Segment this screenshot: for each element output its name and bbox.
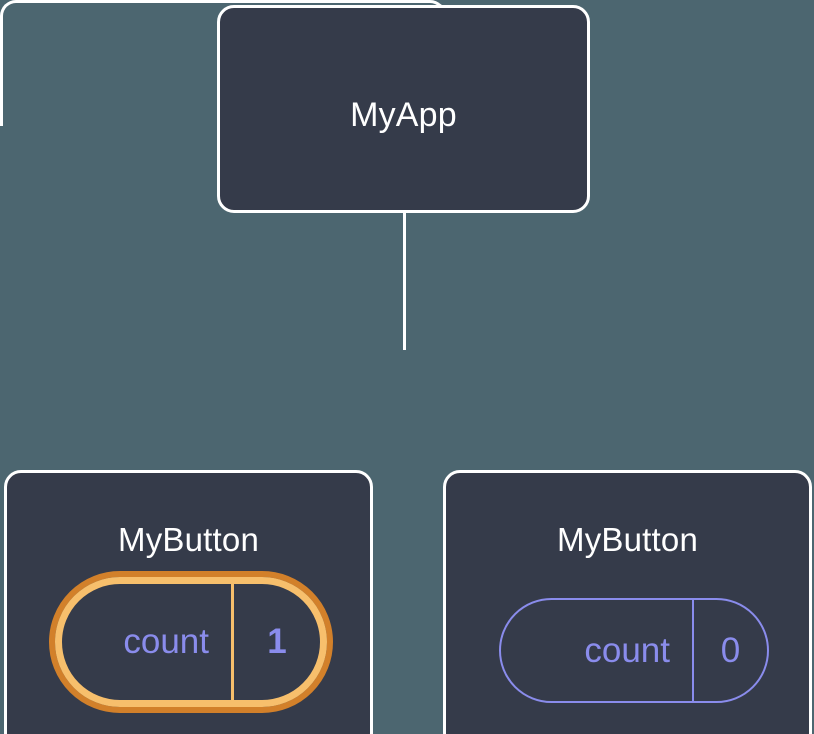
node-myapp-label: MyApp (350, 96, 457, 134)
state-key-label: count (501, 600, 694, 701)
node-mybutton-left-label: MyButton (118, 521, 259, 558)
connector-root-trunk (403, 210, 406, 350)
state-pill-highlighted[interactable]: count 1 (49, 571, 333, 713)
state-value-label: 0 (720, 630, 741, 670)
node-mybutton-right-label: MyButton (557, 521, 698, 558)
node-mybutton-left[interactable]: MyButton count 1 (4, 470, 373, 734)
state-key-label: count (62, 584, 234, 700)
state-value-label: 1 (267, 622, 287, 661)
node-mybutton-right[interactable]: MyButton count 0 (443, 470, 812, 734)
node-myapp[interactable]: MyApp (217, 5, 590, 213)
state-pill[interactable]: count 0 (499, 598, 769, 703)
state-pill-inner-ring: count 1 (55, 577, 327, 707)
